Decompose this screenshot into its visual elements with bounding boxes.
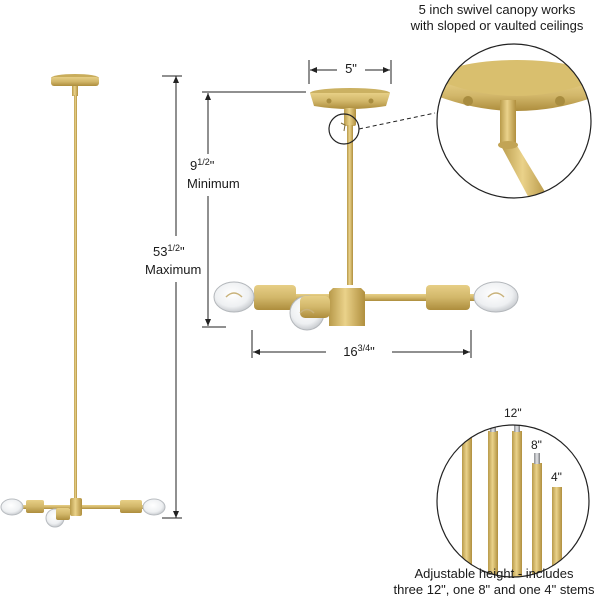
- tall-arm: [18, 505, 160, 509]
- canopy-note: 5 inch swivel canopy works with sloped o…: [397, 2, 597, 33]
- socket-right: [426, 285, 470, 310]
- short-stem: [347, 125, 353, 285]
- dim-min-line: [202, 91, 306, 328]
- dim-width-whole: 16: [343, 344, 358, 359]
- dim-min-fraction: 1/2: [197, 157, 210, 167]
- tall-hub: [70, 498, 82, 516]
- stems-note: Adjustable height - includes three 12", …: [388, 566, 600, 597]
- dim-max-label: Maximum: [145, 262, 202, 278]
- stem-label-8: 8": [531, 438, 542, 452]
- dim-max-line: [162, 75, 182, 519]
- canopy-note-line-1: 5 inch swivel canopy works: [418, 2, 576, 17]
- hub: [329, 288, 365, 326]
- dim-width-value: 163/4": [328, 343, 390, 360]
- bulb-right: [473, 281, 519, 313]
- dim-width-unit: ": [370, 344, 375, 359]
- socket-left: [254, 285, 296, 310]
- stem-label-4: 4": [551, 470, 562, 484]
- callout-leader: [358, 112, 436, 130]
- canopy-note-line-2: with sloped or vaulted ceilings: [410, 17, 584, 33]
- dim-width-fraction: 3/4: [357, 343, 371, 353]
- canopy: [310, 93, 390, 109]
- dim-max-fraction: 1/2: [167, 243, 180, 253]
- dim-canopy-label: 5": [337, 61, 365, 77]
- dim-min-label: Minimum: [187, 176, 240, 192]
- bulb-left: [213, 281, 255, 313]
- tall-stem: [74, 95, 77, 499]
- stems-detail: [436, 424, 590, 578]
- dim-max-whole: 53: [153, 244, 168, 259]
- stem-label-12: 12": [504, 406, 522, 420]
- stems-note-line-1: Adjustable height - includes: [414, 566, 574, 581]
- tall-bulb-right: [142, 498, 166, 516]
- dim-width-line: [251, 330, 472, 358]
- minimum-fixture: [213, 88, 519, 331]
- dim-min-value: 91/2": [190, 157, 215, 174]
- canopy-zoom-detail: [436, 43, 592, 199]
- tall-socket-left: [26, 500, 44, 513]
- dim-max-unit: ": [179, 244, 185, 259]
- dim-min-unit: ": [209, 158, 215, 173]
- dim-max-value: 531/2": [153, 243, 185, 260]
- tall-socket-right: [120, 500, 142, 513]
- tall-canopy: [51, 77, 99, 86]
- dim-min-whole: 9: [190, 158, 198, 173]
- extended-fixture: [0, 74, 166, 528]
- tall-bulb-left: [0, 498, 24, 516]
- stems-note-line-2: three 12", one 8" and one 4" stems: [393, 581, 595, 597]
